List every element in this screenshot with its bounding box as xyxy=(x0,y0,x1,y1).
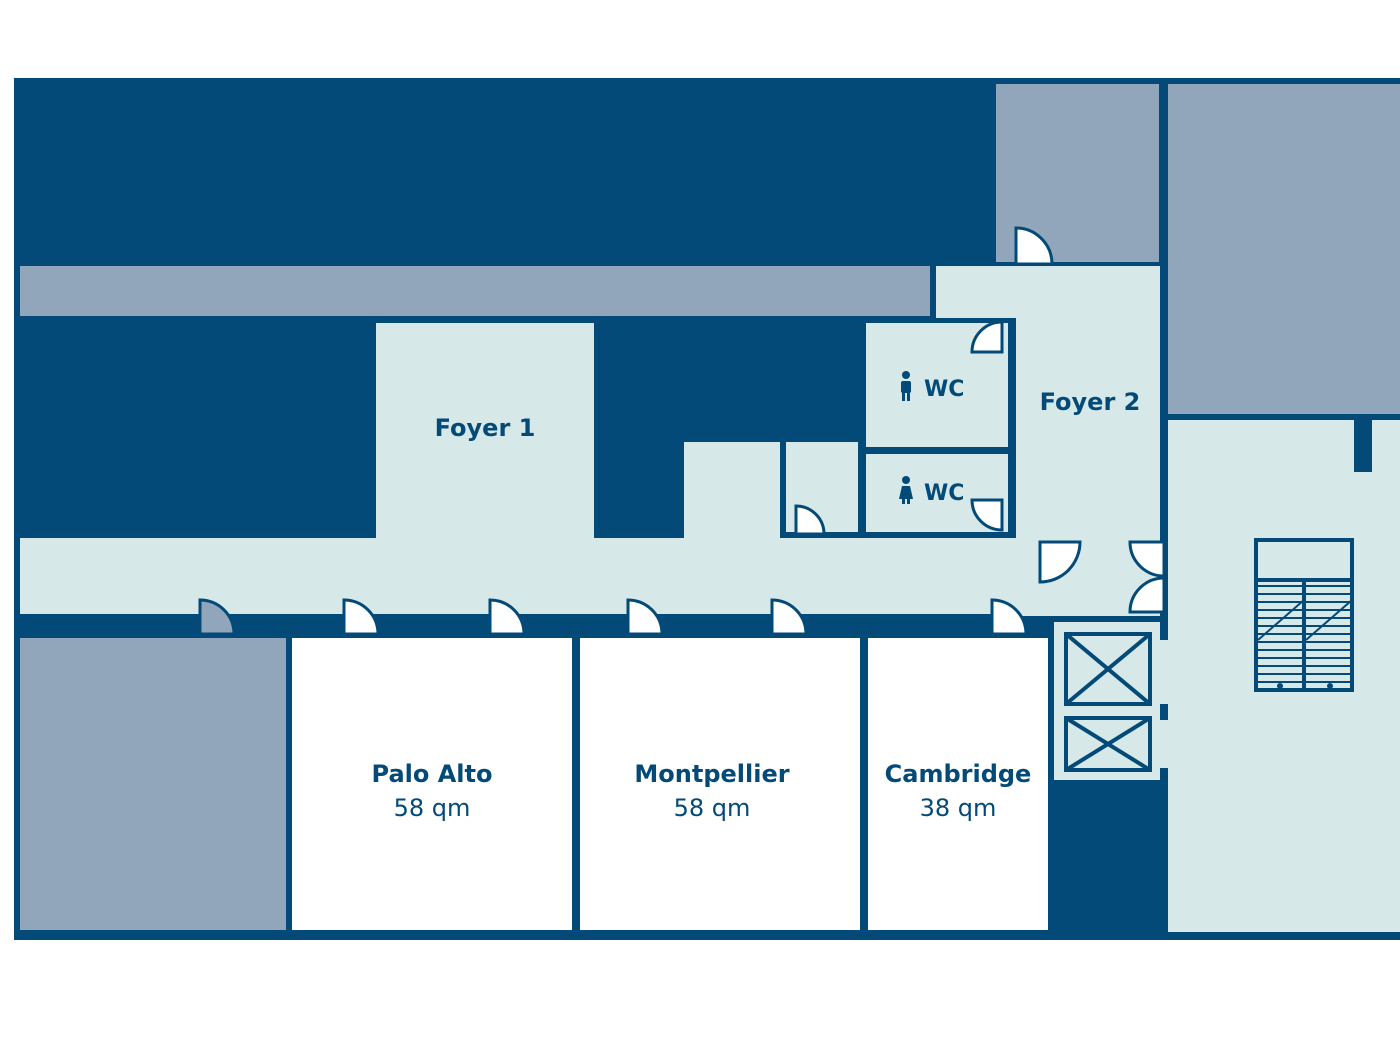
wc-men-label: WC xyxy=(924,377,964,402)
door-swing-icon xyxy=(626,598,664,636)
foyer-1-label: Foyer 1 xyxy=(435,414,536,442)
door-swing-icon xyxy=(794,504,826,536)
stair-direction-line xyxy=(1258,599,1305,641)
alcove xyxy=(684,442,780,542)
stair-hall xyxy=(1168,420,1400,932)
door-swing-icon xyxy=(198,598,236,636)
room-palo-alto[interactable] xyxy=(292,638,572,930)
door-swing-icon xyxy=(770,598,808,636)
wall-divider-vertical xyxy=(1160,78,1168,940)
circulation-area xyxy=(20,266,1400,932)
room-area-montpellier: 58 qm xyxy=(674,794,751,822)
unavailable-zone-right xyxy=(1168,84,1400,414)
room-montpellier[interactable] xyxy=(580,638,860,930)
room-name-montpellier: Montpellier xyxy=(634,760,789,788)
unavailable-zone-bottom-left xyxy=(20,638,286,930)
elevator-icon xyxy=(1064,632,1152,772)
unavailable-strip xyxy=(20,266,930,316)
room-name-cambridge: Cambridge xyxy=(885,760,1032,788)
wc-women-label: WC xyxy=(924,481,964,506)
wall-notch xyxy=(1354,414,1372,472)
room-area-palo-alto: 58 qm xyxy=(394,794,471,822)
door-swing-icon xyxy=(1038,540,1082,584)
foyer-2-room xyxy=(936,266,1160,318)
doors xyxy=(198,226,1166,636)
door-swing-icon xyxy=(1128,540,1166,578)
corridor-main xyxy=(20,538,1036,614)
elevator-shaft xyxy=(1054,622,1168,780)
foyer-1-room xyxy=(376,323,594,541)
foyer-2-hall xyxy=(1016,318,1160,616)
woman-icon xyxy=(899,476,913,504)
door-swing-icon xyxy=(970,320,1004,354)
foyer-2-label: Foyer 2 xyxy=(1040,388,1141,416)
man-icon xyxy=(901,371,911,401)
door-swing-icon xyxy=(990,598,1028,636)
room-area-cambridge: 38 qm xyxy=(920,794,997,822)
room-cambridge[interactable] xyxy=(868,638,1048,930)
stairs-icon xyxy=(1254,538,1354,692)
stair-direction-line xyxy=(1305,599,1352,641)
door-swing-icon xyxy=(342,598,380,636)
room-name-palo-alto: Palo Alto xyxy=(372,760,493,788)
door-swing-icon xyxy=(488,598,526,636)
door-swing-icon xyxy=(970,498,1004,532)
door-swing-icon xyxy=(1014,226,1054,266)
door-swing-icon xyxy=(1128,576,1166,614)
